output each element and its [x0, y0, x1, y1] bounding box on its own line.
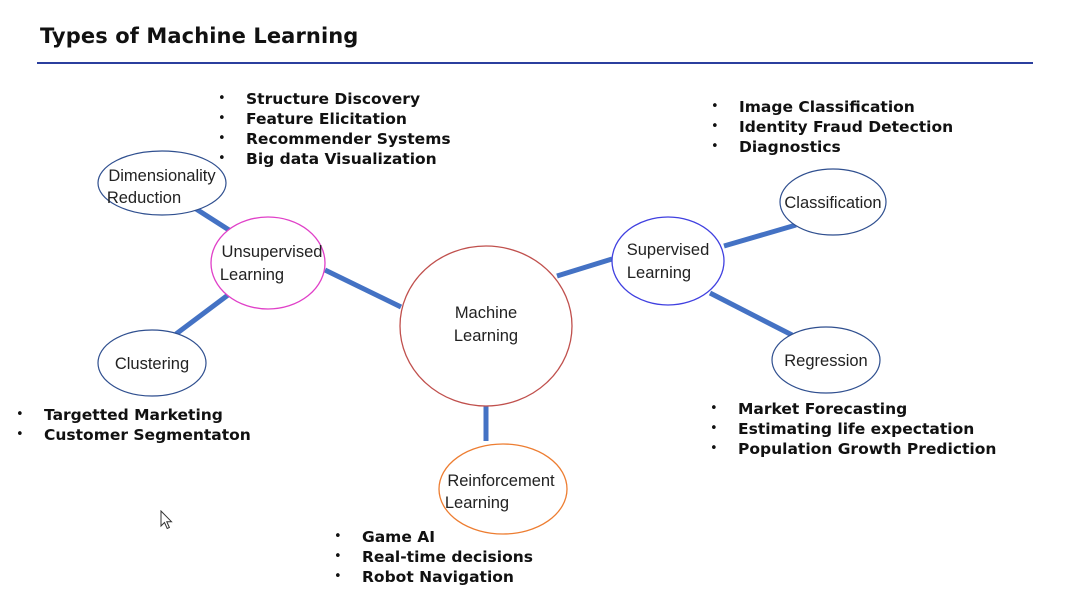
dimensionality-applications-list: Structure Discovery Feature Elicitation … [218, 89, 451, 169]
node-supervised-learning: Supervised Learning [611, 216, 725, 306]
connector-supervised-regression [708, 290, 794, 338]
title-divider [37, 62, 1033, 64]
node-reinforcement-line1: Reinforcement [447, 472, 555, 490]
list-item: Robot Navigation [334, 567, 533, 587]
list-item: Recommender Systems [218, 129, 451, 149]
regression-applications-list: Market Forecasting Estimating life expec… [710, 399, 996, 459]
node-classification: Classification [779, 168, 887, 236]
node-clustering-label: Clustering [115, 355, 189, 373]
list-item: Image Classification [711, 97, 953, 117]
list-item: Market Forecasting [710, 399, 996, 419]
list-item: Feature Elicitation [218, 109, 451, 129]
node-machine-learning-line2: Learning [454, 327, 518, 345]
connector-unsupervised-clustering [174, 293, 230, 336]
node-reinforcement-learning: Reinforcement Learning [438, 443, 568, 535]
slide-title: Types of Machine Learning [40, 24, 359, 48]
node-classification-label: Classification [784, 194, 881, 212]
node-unsupervised-line2: Learning [220, 266, 284, 284]
connector-unsupervised-dimensionality [191, 204, 231, 233]
list-item: Identity Fraud Detection [711, 117, 953, 137]
node-unsupervised-line1: Unsupervised [222, 243, 323, 261]
list-item: Population Growth Prediction [710, 439, 996, 459]
list-item: Real-time decisions [334, 547, 533, 567]
list-item: Targetted Marketing [16, 405, 251, 425]
connectors [174, 204, 797, 441]
mouse-pointer-icon [160, 510, 173, 530]
connector-supervised-classification [723, 222, 797, 249]
node-unsupervised-learning: Unsupervised Learning [210, 216, 326, 310]
classification-applications-list: Image Classification Identity Fraud Dete… [711, 97, 953, 157]
node-machine-learning: Machine Learning [399, 245, 573, 407]
node-dimensionality-line2: Reduction [107, 189, 181, 207]
reinforcement-applications-list: Game AI Real-time decisions Robot Naviga… [334, 527, 533, 587]
list-item: Big data Visualization [218, 149, 451, 169]
node-regression-label: Regression [784, 352, 867, 370]
list-item: Structure Discovery [218, 89, 451, 109]
list-item: Diagnostics [711, 137, 953, 157]
list-item: Customer Segmentaton [16, 425, 251, 445]
node-regression: Regression [771, 326, 881, 394]
node-clustering: Clustering [97, 329, 207, 397]
node-supervised-line2: Learning [627, 264, 691, 282]
node-supervised-line1: Supervised [627, 241, 710, 259]
node-dimensionality-line1: Dimensionality [108, 167, 216, 185]
node-machine-learning-line1: Machine [455, 304, 517, 322]
node-reinforcement-line2: Learning [445, 494, 509, 512]
list-item: Estimating life expectation [710, 419, 996, 439]
connector-center-supervised [556, 256, 613, 279]
node-dimensionality-reduction: Dimensionality Reduction [97, 150, 227, 216]
connector-center-unsupervised [323, 267, 403, 310]
list-item: Game AI [334, 527, 533, 547]
clustering-applications-list: Targetted Marketing Customer Segmentaton [16, 405, 251, 445]
